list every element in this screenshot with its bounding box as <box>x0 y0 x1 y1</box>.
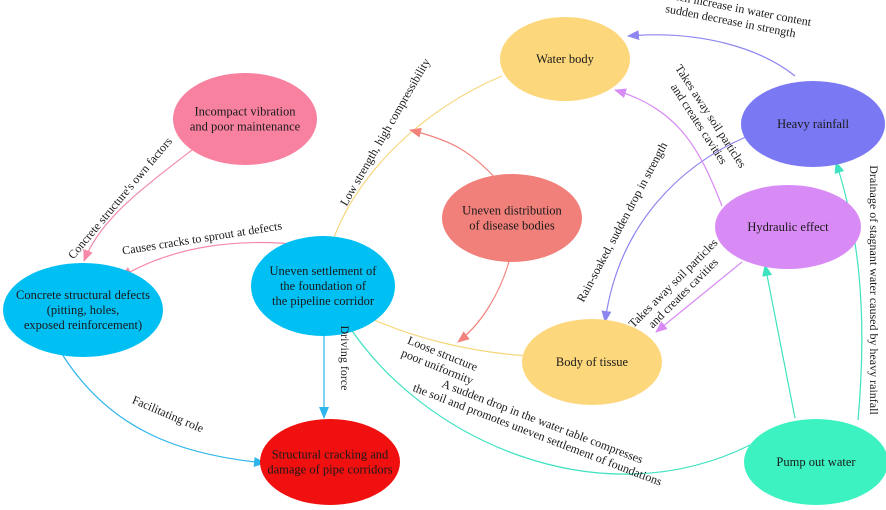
node-incompact-vibration-shape <box>173 73 317 165</box>
node-structural-cracking-label: damage of pipe corridors <box>267 463 392 477</box>
node-pump-out-water-label: Pump out water <box>776 455 856 469</box>
node-body-of-tissue: Body of tissue <box>522 319 662 405</box>
node-incompact-vibration-label: Incompact vibration <box>194 105 296 119</box>
edge-label-settlement-to-defects: Causes cracks to sprout at defects <box>121 218 283 257</box>
edge-incompact-to-concrete-defects <box>83 149 193 262</box>
edge-pump-out-to-hydraulic <box>762 264 796 419</box>
node-water-body: Water body <box>500 17 630 101</box>
node-pump-out-water-shape <box>744 419 886 505</box>
edge-pump-out-to-settlement <box>344 319 751 475</box>
edge-heavy-rainfall-to-body-of-tissue <box>601 135 749 323</box>
node-body-of-tissue-label: Body of tissue <box>556 355 629 369</box>
edge-label-text: Takes away soil particles <box>626 235 721 330</box>
edge-label-text: Driving force <box>338 326 352 391</box>
node-uneven-distribution-shape <box>442 174 582 262</box>
node-uneven-distribution-label: Uneven distribution <box>462 204 562 218</box>
edge-label-defects-to-cracking: Facilitating role <box>130 393 206 436</box>
edge-tissue-to-settlement <box>358 312 529 357</box>
edge-concrete-defects-to-structural-cracking <box>61 353 266 467</box>
node-pump-out-water: Pump out water <box>744 419 886 505</box>
edge-uneven-distribution-to-tissue-area <box>457 257 511 343</box>
node-heavy-rainfall-label: Heavy rainfall <box>777 117 849 131</box>
node-hydraulic-effect-shape <box>715 185 861 269</box>
node-concrete-defects: Concrete structural defects(pitting, hol… <box>3 263 163 357</box>
edge-hydraulic-to-water-body <box>614 88 723 207</box>
edge-label-text: Facilitating role <box>130 393 206 436</box>
edge-water-body-to-settlement <box>328 75 503 251</box>
node-hydraulic-effect: Hydraulic effect <box>715 185 861 269</box>
node-uneven-settlement-label: Uneven settlement of <box>270 264 378 278</box>
edge-label-text: Drainage of stagnant water caused by hea… <box>867 165 881 415</box>
edge-heavy-rainfall-to-water-body <box>627 30 796 77</box>
node-uneven-settlement-label: the foundation of <box>280 279 367 293</box>
node-concrete-defects-label: (pitting, holes, <box>47 303 120 317</box>
node-structural-cracking-label: Structural cracking and <box>272 448 389 462</box>
node-water-body-label: Water body <box>536 52 594 66</box>
edge-pump-out-to-heavy-rainfall <box>834 161 863 421</box>
node-structural-cracking-shape <box>260 419 400 505</box>
edge-settlement-to-concrete-defects <box>120 241 305 278</box>
node-concrete-defects-label: Concrete structural defects <box>16 288 150 302</box>
node-uneven-settlement-shape <box>251 236 395 336</box>
node-body-of-tissue-shape <box>522 319 662 405</box>
edge-label-text: Causes cracks to sprout at defects <box>121 218 283 257</box>
edges-layer <box>61 30 863 475</box>
node-uneven-settlement-label: the pipeline corridor <box>272 294 375 308</box>
node-hydraulic-effect-label: Hydraulic effect <box>747 220 829 234</box>
edge-label-text: Rain-soaked, sudden drop in strength <box>574 140 670 305</box>
edge-hydraulic-to-body-of-tissue <box>655 261 743 333</box>
node-incompact-vibration-label: and poor maintenance <box>190 120 301 134</box>
edge-label-rain-to-tissue: Rain-soaked, sudden drop in strength <box>574 140 670 305</box>
node-heavy-rainfall: Heavy rainfall <box>741 81 885 167</box>
edge-label-settlement-to-cracking: Driving force <box>338 326 352 391</box>
node-concrete-defects-label: exposed reinforcement) <box>24 318 142 332</box>
node-heavy-rainfall-shape <box>741 81 885 167</box>
node-concrete-defects-shape <box>3 263 163 357</box>
node-uneven-distribution-label: of disease bodies <box>469 219 555 233</box>
node-water-body-shape <box>500 17 630 101</box>
edge-label-pump-to-rainfall: Drainage of stagnant water caused by hea… <box>867 165 881 415</box>
edge-uneven-distribution-to-water-body <box>409 127 499 182</box>
